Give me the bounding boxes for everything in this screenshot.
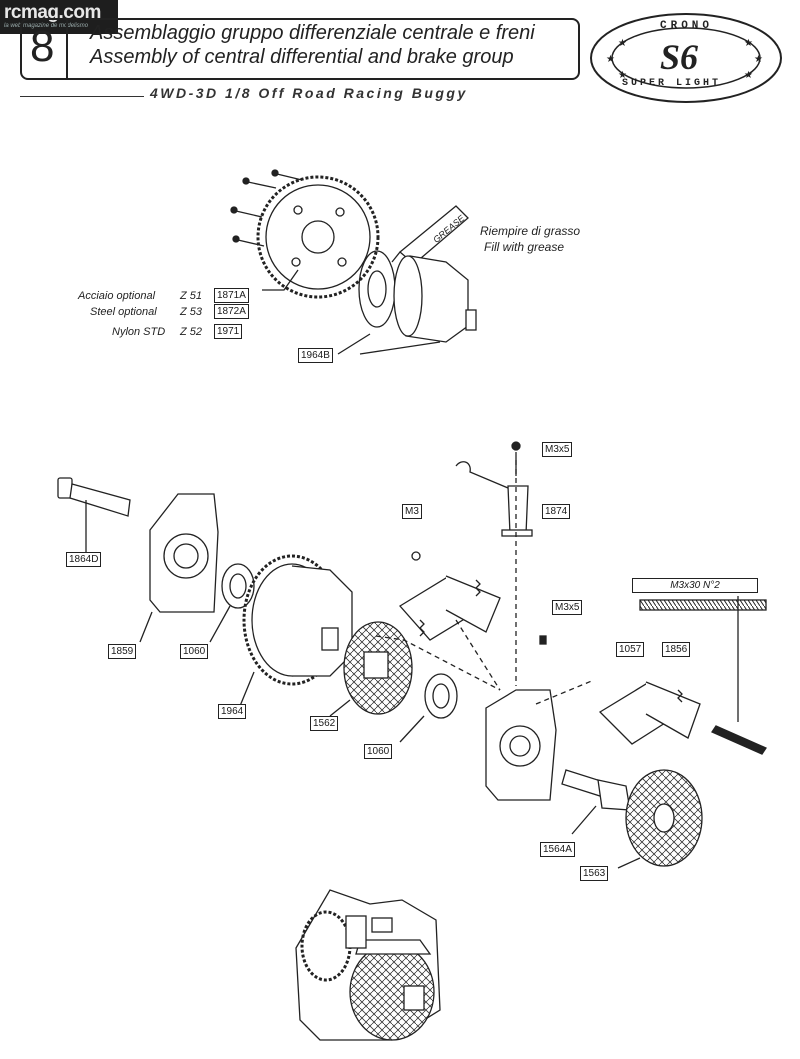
svg-text:★: ★ bbox=[744, 70, 753, 81]
part-code-1562: 1562 bbox=[310, 716, 339, 731]
watermark-logo: rcmag.com bbox=[4, 2, 101, 23]
m3-nut bbox=[411, 551, 421, 561]
part-code-1874: 1874 bbox=[542, 504, 571, 519]
part-code-1057: 1057 bbox=[616, 642, 645, 657]
part-code-1864d: 1864D bbox=[66, 552, 102, 567]
part-code-1060-right: 1060 bbox=[364, 744, 393, 759]
assembly-guide-lines bbox=[375, 460, 595, 705]
left-outdrive bbox=[57, 477, 131, 552]
grease-note-italian: Riempire di grasso bbox=[480, 224, 581, 238]
part-code-m3x30: M3x30 N°2 bbox=[632, 578, 758, 593]
subtitle-rule bbox=[20, 96, 144, 97]
brake-pad-rear bbox=[598, 681, 701, 745]
badge-top-text: CRONO bbox=[660, 20, 714, 32]
right-bulkhead bbox=[485, 689, 557, 801]
gear-option-material-3: Nylon STD bbox=[112, 326, 166, 338]
svg-text:★: ★ bbox=[606, 54, 615, 65]
right-outdrive bbox=[561, 769, 631, 835]
gear-option-material-2: Steel optional bbox=[90, 306, 157, 318]
brake-disc-rear bbox=[617, 769, 703, 869]
left-bulkhead bbox=[139, 493, 219, 643]
m3x5-screw-b bbox=[539, 635, 547, 645]
part-code-1060-left: 1060 bbox=[180, 644, 209, 659]
svg-text:★: ★ bbox=[618, 38, 627, 49]
part-code-1859: 1859 bbox=[108, 644, 137, 659]
top-spur-gear bbox=[256, 175, 380, 299]
long-screw bbox=[711, 596, 767, 755]
watermark-tagline: la web magazine de modelismo bbox=[4, 23, 89, 29]
center-spur-gear bbox=[239, 554, 353, 707]
gear-option-z-3: Z 52 bbox=[180, 326, 203, 338]
badge-bottom-text: SUPER LIGHT bbox=[622, 78, 722, 89]
part-code-1564a: 1564A bbox=[540, 842, 575, 857]
svg-text:★: ★ bbox=[618, 70, 627, 81]
part-code-m3: M3 bbox=[402, 504, 422, 519]
subtitle: 4WD-3D 1/8 Off Road Racing Buggy bbox=[150, 85, 468, 101]
svg-text:★: ★ bbox=[744, 38, 753, 49]
part-code-m3x5-b: M3x5 bbox=[552, 600, 583, 615]
brake-cam-post bbox=[455, 441, 533, 537]
gear-option-code-3: 1971 bbox=[214, 324, 243, 339]
part-code-1856: 1856 bbox=[662, 642, 691, 657]
title-italian: Assemblaggio gruppo differenziale centra… bbox=[90, 22, 535, 44]
part-code-1964: 1964 bbox=[218, 704, 247, 719]
bearing-right bbox=[399, 673, 458, 743]
part-code-1563: 1563 bbox=[580, 866, 609, 881]
grease-note-english: Fill with grease bbox=[484, 240, 565, 254]
part-code-1964b: 1964B bbox=[298, 348, 333, 363]
bearing-left bbox=[209, 563, 255, 643]
brake-disc-front bbox=[329, 621, 413, 717]
header-divider bbox=[66, 18, 68, 80]
title-english: Assembly of central differential and bra… bbox=[90, 46, 514, 68]
gear-option-material-1: Acciaio optional bbox=[78, 290, 156, 302]
gear-option-z-2: Z 53 bbox=[180, 306, 203, 318]
crono-badge-emblem: ★★★ ★★★ bbox=[590, 13, 782, 103]
watermark-logo-bg bbox=[0, 0, 118, 34]
part-code-m3x5-a: M3x5 bbox=[542, 442, 573, 457]
header-frame bbox=[20, 18, 580, 80]
badge-model-text: S6 bbox=[660, 37, 699, 77]
case-callout-line bbox=[337, 333, 441, 355]
top-diff-case bbox=[393, 255, 477, 343]
gear-callout-line bbox=[262, 269, 299, 291]
m3x30-screw-icon bbox=[639, 599, 767, 611]
brake-pad-upper bbox=[398, 575, 501, 641]
gear-option-code-2: 1872A bbox=[214, 304, 249, 319]
step-number: 8 bbox=[30, 22, 55, 71]
gear-option-code-1: 1871A bbox=[214, 288, 249, 303]
gear-option-z-1: Z 51 bbox=[180, 290, 203, 302]
completed-assembly bbox=[295, 889, 441, 1041]
svg-text:★: ★ bbox=[754, 54, 763, 65]
gasket bbox=[358, 250, 396, 328]
